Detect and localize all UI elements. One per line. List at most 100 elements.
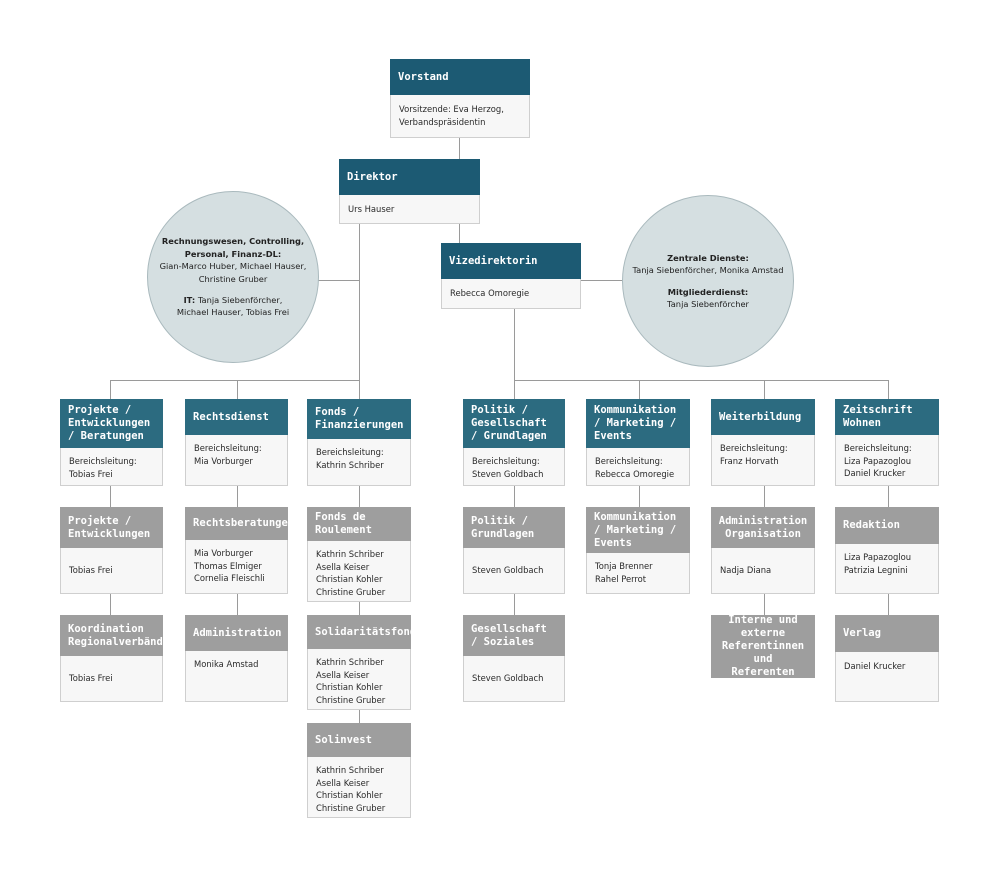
dept-fonds: Fonds / Finanzierungen Bereichsleitung: … bbox=[307, 399, 411, 486]
dept-weiterbildung: Weiterbildung Bereichsleitung: Franz Hor… bbox=[711, 399, 815, 486]
vorstand-body: Vorsitzende: Eva Herzog, Verbandspräside… bbox=[390, 95, 530, 138]
circle-left-names: Christine Gruber bbox=[198, 273, 268, 284]
sub-line: Asella Keiser bbox=[316, 561, 370, 572]
dept-kommunikation: Kommunikation / Marketing / Events Berei… bbox=[586, 399, 690, 486]
sub-solinvest: Solinvest Kathrin Schriber Asella Keiser… bbox=[307, 723, 411, 818]
dept-line: Bereichsleitung: bbox=[595, 456, 663, 466]
circle-left-it-names: Michael Hauser, Tobias Frei bbox=[176, 307, 290, 318]
sub-line: Christian Kohler bbox=[316, 790, 383, 800]
sub-title: Projekte / Entwicklungen bbox=[60, 507, 163, 548]
sub-redaktion: Redaktion Liza Papazoglou Patrizia Legni… bbox=[835, 507, 939, 594]
dept-line: Rebecca Omoregie bbox=[595, 468, 675, 479]
circle-right-names: Tanja Siebenförcher, Monika Amstad bbox=[632, 265, 784, 276]
dept-line: Bereichsleitung: bbox=[472, 456, 540, 466]
sub-line: Patrizia Legnini bbox=[844, 564, 908, 575]
dept-body: Bereichsleitung: Kathrin Schriber bbox=[307, 439, 411, 486]
dept-line: Steven Goldbach bbox=[472, 468, 544, 479]
sub-line: Thomas Elmiger bbox=[194, 560, 262, 571]
dept-line: Mia Vorburger bbox=[194, 455, 253, 466]
vorstand-line: Vorsitzende: Eva Herzog, bbox=[399, 104, 504, 114]
sub-line: Christian Kohler bbox=[316, 682, 383, 692]
sub-body: Kathrin Schriber Asella Keiser Christian… bbox=[307, 649, 411, 710]
dept-title: Projekte / Entwicklungen / Beratungen bbox=[60, 399, 163, 448]
vizedirektorin-name: Rebecca Omoregie bbox=[450, 288, 530, 299]
sub-koordination: Koordination Regionalverbände Tobias Fre… bbox=[60, 615, 169, 702]
circle-right-title: Zentrale Dienste: bbox=[667, 252, 749, 263]
vorstand-line: Verbandspräsidentin bbox=[399, 116, 486, 127]
sub-body: Kathrin Schriber Asella Keiser Christian… bbox=[307, 541, 411, 602]
sub-body: Monika Amstad bbox=[185, 651, 288, 702]
dept-body: Bereichsleitung: Steven Goldbach bbox=[463, 448, 565, 486]
vizedirektorin-title: Vizedirektorin bbox=[441, 243, 581, 279]
sub-projekte-entwicklungen: Projekte / Entwicklungen Tobias Frei bbox=[60, 507, 163, 594]
sub-title: Verlag bbox=[835, 615, 939, 652]
dept-line: Bereichsleitung: bbox=[720, 443, 788, 453]
dept-title: Politik / Gesellschaft / Grundlagen bbox=[463, 399, 565, 448]
vizedirektorin-card: Vizedirektorin Rebecca Omoregie bbox=[441, 243, 581, 309]
sub-rechtsberatungen: Rechtsberatungen Mia Vorburger Thomas El… bbox=[185, 507, 294, 594]
sub-title: Interne und externe Referentinnen und Re… bbox=[711, 614, 815, 678]
circle-right-names: Tanja Siebenförcher bbox=[667, 298, 749, 309]
direktor-body: Urs Hauser bbox=[339, 195, 480, 224]
direktor-title: Direktor bbox=[339, 159, 480, 195]
dept-line: Daniel Krucker bbox=[844, 468, 906, 478]
sub-body: Steven Goldbach bbox=[463, 656, 565, 702]
sub-administration-organisation: Administration Organisation Nadja Diana bbox=[711, 507, 815, 594]
sub-line: Monika Amstad bbox=[194, 659, 259, 669]
sub-line: Cornelia Fleischli bbox=[194, 573, 265, 583]
sub-title: Solidaritätsfonds bbox=[307, 615, 422, 649]
sub-line: Liza Papazoglou bbox=[844, 552, 912, 562]
sub-politik-grundlagen: Politik / Grundlagen Steven Goldbach bbox=[463, 507, 565, 594]
sub-line: Kathrin Schriber bbox=[316, 657, 384, 667]
dept-politik: Politik / Gesellschaft / Grundlagen Bere… bbox=[463, 399, 565, 486]
circle-central-services: Zentrale Dienste: Tanja Siebenförcher, M… bbox=[622, 195, 794, 367]
dept-body: Bereichsleitung: Tobias Frei bbox=[60, 448, 163, 486]
dept-title: Weiterbildung bbox=[711, 399, 815, 435]
sub-referenten: Interne und externe Referentinnen und Re… bbox=[711, 614, 815, 678]
sub-title: Administration Organisation bbox=[711, 507, 815, 548]
sub-administration-recht: Administration Monika Amstad bbox=[185, 615, 288, 702]
sub-line: Tobias Frei bbox=[69, 673, 113, 684]
sub-line: Asella Keiser bbox=[316, 669, 370, 680]
circle-right-title: Mitgliederdienst: bbox=[667, 286, 749, 297]
dept-title: Zeitschrift Wohnen bbox=[835, 399, 939, 435]
dept-line: Bereichsleitung: bbox=[69, 456, 137, 466]
circle-left-it-label: IT: bbox=[183, 294, 196, 305]
vizedirektorin-body: Rebecca Omoregie bbox=[441, 279, 581, 309]
sub-title: Gesellschaft / Soziales bbox=[463, 615, 565, 656]
direktor-name: Urs Hauser bbox=[348, 203, 395, 214]
sub-line: Tonja Brenner bbox=[595, 561, 653, 571]
direktor-card: Direktor Urs Hauser bbox=[339, 159, 480, 224]
sub-line: Tobias Frei bbox=[69, 565, 113, 576]
sub-line: Christine Gruber bbox=[316, 694, 386, 705]
dept-projekte: Projekte / Entwicklungen / Beratungen Be… bbox=[60, 399, 163, 486]
sub-title: Rechtsberatungen bbox=[185, 507, 294, 540]
sub-body: Liza Papazoglou Patrizia Legnini bbox=[835, 544, 939, 594]
sub-body: Daniel Krucker bbox=[835, 652, 939, 702]
sub-title: Administration bbox=[185, 615, 288, 651]
dept-zeitschrift-wohnen: Zeitschrift Wohnen Bereichsleitung: Liza… bbox=[835, 399, 939, 486]
sub-line: Nadja Diana bbox=[720, 565, 772, 576]
sub-body: Tobias Frei bbox=[60, 548, 163, 594]
sub-line: Steven Goldbach bbox=[472, 565, 544, 576]
sub-line: Asella Keiser bbox=[316, 777, 370, 788]
dept-line: Liza Papazoglou bbox=[844, 455, 912, 466]
sub-solidaritaetsfonds: Solidaritätsfonds Kathrin Schriber Asell… bbox=[307, 615, 422, 710]
sub-fonds-de-roulement: Fonds de Roulement Kathrin Schriber Asel… bbox=[307, 507, 411, 602]
circle-left-title: Rechnungswesen, Controlling, bbox=[161, 236, 305, 247]
sub-line: Christian Kohler bbox=[316, 574, 383, 584]
sub-line: Kathrin Schriber bbox=[316, 765, 384, 775]
dept-rechtsdienst: Rechtsdienst Bereichsleitung: Mia Vorbur… bbox=[185, 399, 288, 486]
circle-left-names: Gian-Marco Huber, Michael Hauser, bbox=[159, 261, 307, 272]
dept-body: Bereichsleitung: Rebecca Omoregie bbox=[586, 448, 690, 486]
dept-title: Rechtsdienst bbox=[185, 399, 288, 435]
dept-line: Tobias Frei bbox=[69, 468, 113, 479]
sub-title: Redaktion bbox=[835, 507, 939, 544]
sub-title: Solinvest bbox=[307, 723, 411, 757]
circle-left-title: Personal, Finanz-DL: bbox=[184, 248, 282, 259]
dept-line: Bereichsleitung: bbox=[844, 443, 912, 453]
sub-body: Tobias Frei bbox=[60, 656, 163, 702]
dept-body: Bereichsleitung: Franz Horvath bbox=[711, 435, 815, 486]
dept-line: Franz Horvath bbox=[720, 455, 779, 466]
